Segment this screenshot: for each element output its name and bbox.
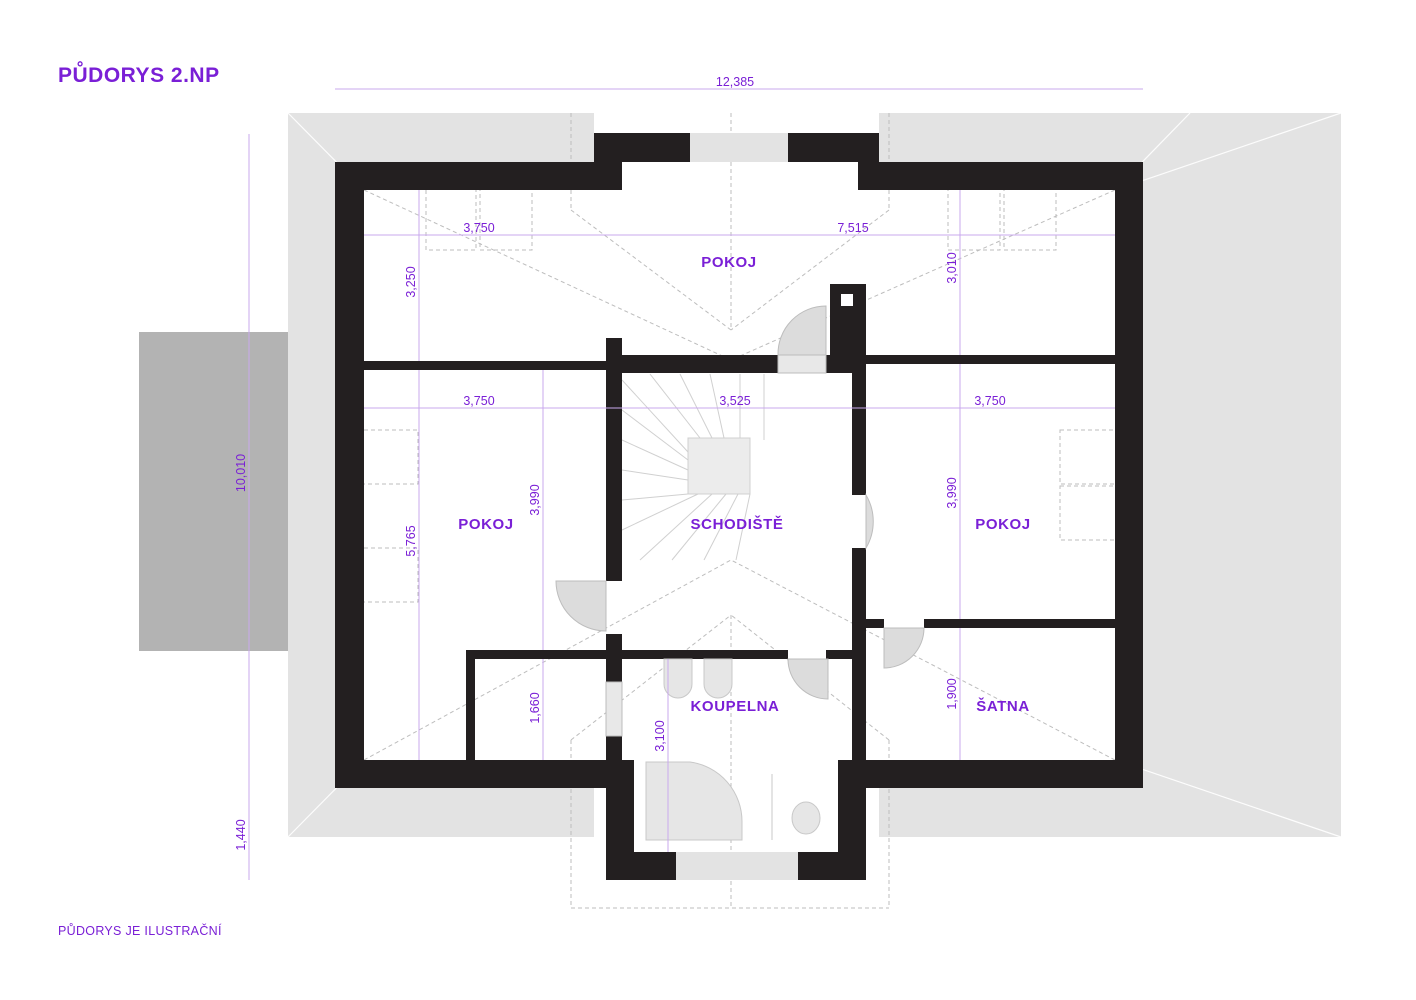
door-swings <box>555 305 925 737</box>
dim-satna-depth: 1,900 <box>945 678 959 709</box>
dim-bath-depth: 3,100 <box>653 720 667 751</box>
dim-overall-width: 12,385 <box>716 75 754 89</box>
dimension-lines <box>248 88 1143 880</box>
bath-fixtures <box>645 658 821 841</box>
dim-left-room-width: 3,750 <box>463 394 494 408</box>
room-label-schodiste: SCHODIŠTĚ <box>691 515 784 533</box>
room-label-satna: ŠATNA <box>976 697 1030 715</box>
page-title: PŮDORYS 2.NP <box>58 64 220 87</box>
dim-overall-height: 10,010 <box>234 454 248 492</box>
staircase <box>621 373 765 561</box>
room-label-pokoj-right: POKOJ <box>975 516 1031 533</box>
dim-right-room-width: 3,750 <box>974 394 1005 408</box>
footnote-illustrative: PŮDORYS JE ILUSTRAČNÍ <box>58 924 222 938</box>
dim-stair-width: 3,525 <box>719 394 750 408</box>
terrace <box>139 332 288 651</box>
walls <box>335 133 1143 880</box>
room-label-koupelna: KOUPELNA <box>691 698 780 715</box>
dim-bottom-extension: 1,440 <box>234 819 248 850</box>
dim-right-room-depth: 3,990 <box>945 477 959 508</box>
dim-top-left-width: 3,750 <box>463 221 494 235</box>
dim-left-room-depth: 5,765 <box>404 525 418 556</box>
dim-top-left-depth: 3,250 <box>404 266 418 297</box>
dim-storage-depth: 1,660 <box>528 692 542 723</box>
dim-top-right-depth: 3,010 <box>945 252 959 283</box>
dim-left-inner-depth: 3,990 <box>528 484 542 515</box>
room-label-pokoj-top: POKOJ <box>701 254 757 271</box>
dim-top-right-width: 7,515 <box>837 221 868 235</box>
room-label-pokoj-left: POKOJ <box>458 516 514 533</box>
